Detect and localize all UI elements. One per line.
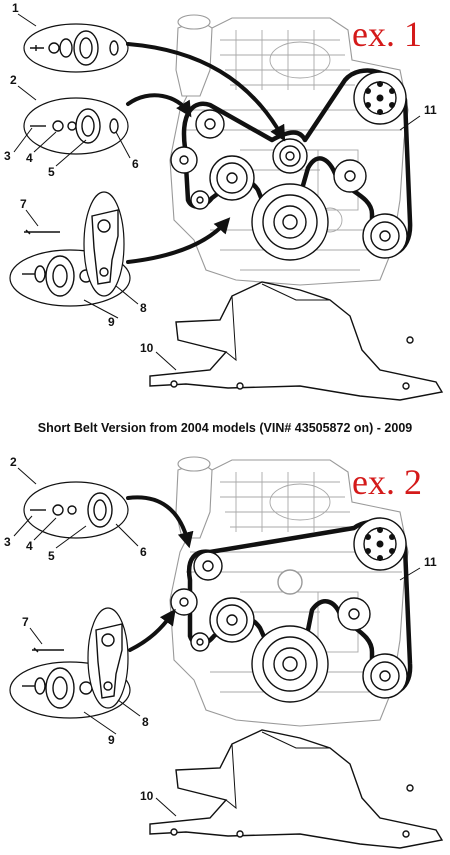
- tensioner-assembly-bubble-2: [9, 607, 131, 719]
- callout-5: 5: [48, 165, 55, 179]
- arrow-tensioner-to-engine-b: [128, 608, 176, 652]
- callout-9: 9: [108, 315, 115, 329]
- pulleys-1: [170, 71, 408, 261]
- tensioner-assembly-bubble: [9, 191, 131, 307]
- callout-4-ex2: 4: [26, 539, 33, 553]
- part-bubble-2b: [23, 481, 129, 539]
- callout-4: 4: [26, 151, 33, 165]
- callout-6: 6: [132, 157, 139, 171]
- callout-5-ex2: 5: [48, 549, 55, 563]
- callout-2-ex2: 2: [10, 455, 17, 469]
- callout-3: 3: [4, 149, 11, 163]
- callout-8-ex2: 8: [142, 715, 149, 729]
- callout-2: 2: [10, 73, 17, 87]
- arrow-bubble-2-to-engine: [126, 93, 192, 118]
- example-2-label: ex. 2: [352, 462, 422, 502]
- callout-1: 1: [12, 1, 19, 15]
- callout-7-ex2: 7: [22, 615, 29, 629]
- engine-block-outline-2: [169, 456, 409, 727]
- arrow-bubble-1-to-engine: [126, 42, 286, 142]
- callout-9-ex2: 9: [108, 733, 115, 747]
- callout-10: 10: [140, 341, 154, 355]
- mounting-bracket-1: [149, 281, 444, 401]
- section-caption: Short Belt Version from 2004 models (VIN…: [38, 421, 413, 435]
- mounting-bracket-2: [149, 729, 444, 849]
- part-bubble-1: [23, 23, 129, 73]
- callout-11: 11: [424, 103, 437, 117]
- callout-3-ex2: 3: [4, 535, 11, 549]
- example-1-label: ex. 1: [352, 14, 422, 54]
- leader-lines-1: [13, 13, 421, 371]
- arrow-tensioner-to-engine: [126, 217, 231, 264]
- leader-lines-2: [13, 467, 421, 817]
- part-bubble-2: [23, 97, 129, 155]
- arrow-bubble-2-to-engine-b: [126, 495, 194, 549]
- example-1-diagram: 1 2 3 4 5 6 7 8 9 10 11 ex. 1: [4, 1, 444, 401]
- callout-10-ex2: 10: [140, 789, 154, 803]
- pulleys-2: [170, 517, 408, 703]
- callout-7: 7: [20, 197, 27, 211]
- callout-6-ex2: 6: [140, 545, 147, 559]
- example-2-diagram: 2 3 4 5 6 7 8 9 10 11 ex. 2: [4, 455, 444, 849]
- callout-8: 8: [140, 301, 147, 315]
- callout-11-ex2: 11: [424, 555, 437, 569]
